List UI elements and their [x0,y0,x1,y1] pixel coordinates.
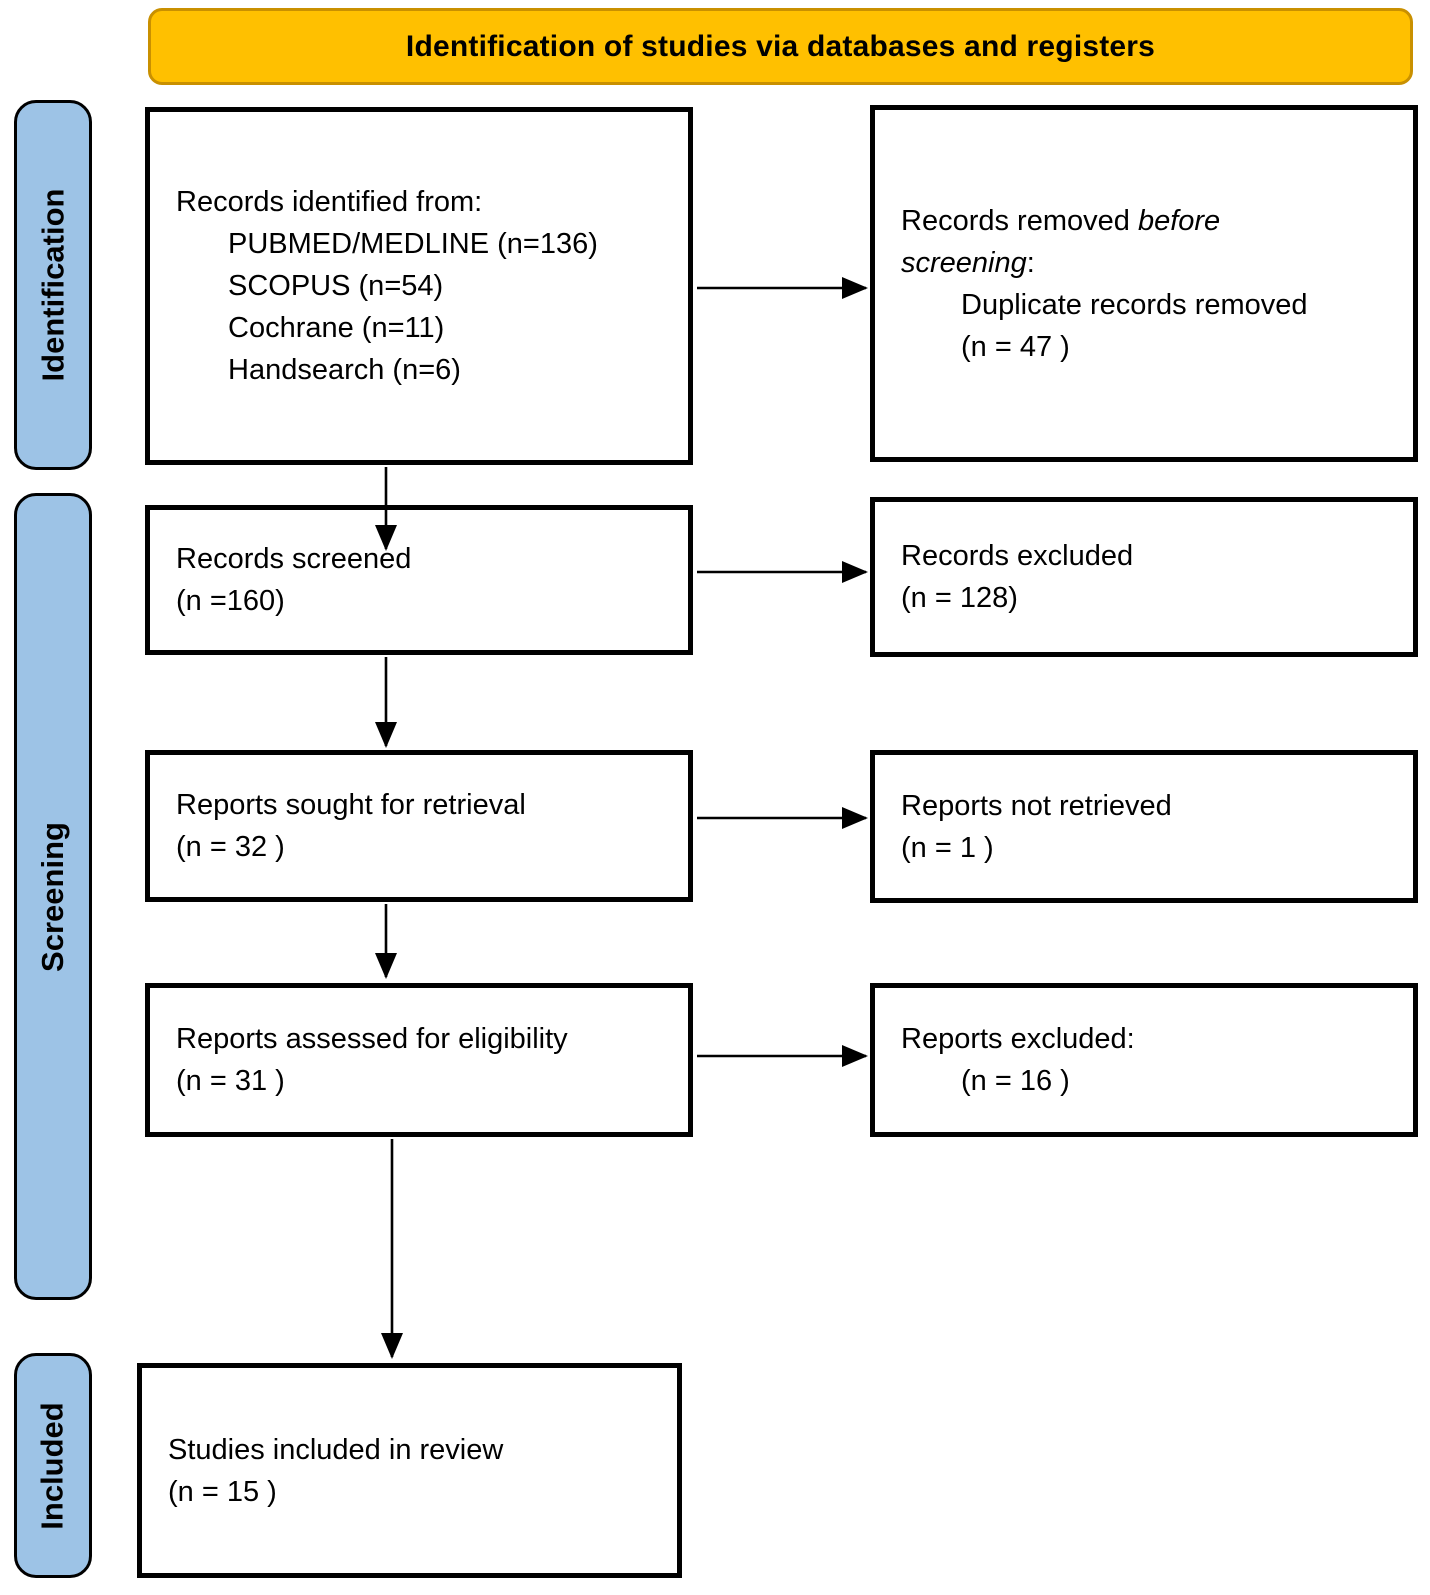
box-line: (n = 31 ) [176,1065,285,1097]
box-studies-included: Studies included in review (n = 15 ) [137,1363,682,1578]
diagram-title: Identification of studies via databases … [405,29,1156,63]
diagram-title-banner: Identification of studies via databases … [148,8,1413,85]
stage-label-included: Included [35,1401,71,1530]
box-line: Records screened [176,543,412,575]
stage-bar-screening: Screening [14,493,92,1300]
box-line-segment: : [1026,246,1035,279]
box-line: Cochrane (n=11) [228,312,445,344]
box-line: PUBMED/MEDLINE (n=136) [228,228,598,260]
box-reports-not-retrieved: Reports not retrieved (n = 1 ) [870,750,1418,903]
box-line: Studies included in review [168,1433,504,1466]
box-line: Reports not retrieved [901,789,1172,822]
stage-label-screening: Screening [35,821,71,972]
box-reports-assessed: Reports assessed for eligibility (n = 31… [145,983,693,1137]
box-line: Records identified from: [176,186,483,218]
box-records-identified: Records identified from: PUBMED/MEDLINE … [145,107,693,465]
box-line-segment: Records removed [901,204,1138,237]
stage-bar-included: Included [14,1353,92,1578]
box-line: SCOPUS (n=54) [228,270,444,302]
box-line: Duplicate records removed [961,288,1308,321]
box-records-excluded: Records excluded (n = 128) [870,497,1418,657]
box-reports-sought: Reports sought for retrieval (n = 32 ) [145,750,693,902]
box-line: (n = 128) [901,582,1018,614]
box-records-removed: Records removed before screening: Duplic… [870,105,1418,462]
box-line: Records excluded [901,540,1134,572]
box-records-screened: Records screened (n =160) [145,505,693,655]
box-line: (n =160) [176,585,285,617]
stage-bar-identification: Identification [14,100,92,470]
box-line: Reports excluded: [901,1023,1135,1055]
box-reports-excluded: Reports excluded: (n = 16 ) [870,983,1418,1137]
box-line: (n = 47 ) [961,330,1070,363]
box-line: (n = 1 ) [901,831,994,864]
box-line: (n = 16 ) [961,1065,1070,1097]
box-line: (n = 32 ) [176,831,285,863]
box-line-segment-italic: screening [901,246,1027,279]
box-line: Records removed before [901,200,1395,242]
box-line: (n = 15 ) [168,1475,277,1508]
box-line: Reports assessed for eligibility [176,1023,568,1055]
box-line: screening: [901,242,1395,284]
stage-label-identification: Identification [35,188,71,382]
box-line: Reports sought for retrieval [176,789,526,821]
box-line-segment-italic: before [1137,204,1221,237]
box-line: Handsearch (n=6) [228,354,461,386]
